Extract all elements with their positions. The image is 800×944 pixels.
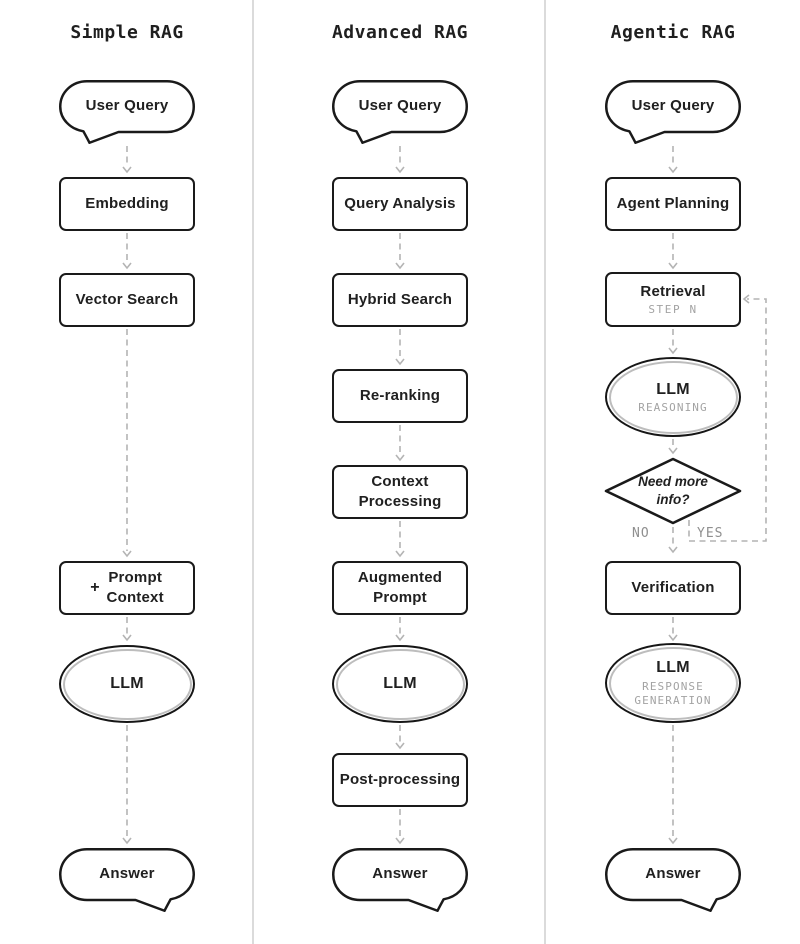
connector-arrowheads [122,166,750,845]
post-processing-node: Post-processing [332,753,468,807]
node-label: Vector Search [75,290,179,308]
node-label: LLM [383,675,417,693]
node-label: Re-ranking [359,386,441,404]
connector-lines [126,146,674,838]
llm-response-generation-node: LLM RESPONSE GENERATION [605,643,741,723]
node-label: Retrieval [640,282,706,300]
hybrid-search-node: Hybrid Search [332,273,468,327]
user-query-node-advanced: User Query [332,80,468,144]
llm-reasoning-node: LLM REASONING [605,357,741,437]
node-label: Embedding [85,194,169,212]
node-label: LLM [656,380,690,398]
retrieval-step-sublabel: STEP N [648,302,698,316]
answer-node-advanced: Answer [332,848,468,912]
node-label: LLM [656,659,690,677]
llm-node-simple: LLM [59,645,195,723]
need-more-info-decision-node: Need more info? [603,457,743,525]
ellipse-inner-ring [608,360,738,434]
branch-label-no: NO [632,526,650,541]
ellipse-inner-ring [608,646,738,720]
ellipse-inner-ring [335,648,465,720]
context-processing-node: Context Processing [332,465,468,519]
llm-node-advanced: LLM [332,645,468,723]
user-query-node-agentic: User Query [605,80,741,144]
decision-diamond-shape [604,457,742,525]
node-label: Query Analysis [344,194,456,212]
user-query-node-simple: User Query [59,80,195,144]
branch-label-yes: YES [697,526,724,541]
speech-bubble-shape [59,80,195,144]
embedding-node: Embedding [59,177,195,231]
llm-reasoning-sublabel: REASONING [638,401,708,415]
node-label: Hybrid Search [347,290,453,308]
speech-bubble-shape [332,80,468,144]
query-analysis-node: Query Analysis [332,177,468,231]
verification-node: Verification [605,561,741,615]
node-label: Post-processing [339,770,461,788]
prompt-context-node: + Prompt Context [59,561,195,615]
node-label: User Query [358,97,442,115]
speech-bubble-shape [605,848,741,912]
plus-icon: + [90,579,100,596]
column-divider-left [252,0,254,944]
node-label: Answer [645,865,701,883]
node-label: Prompt Context [106,568,164,606]
connector-yes-loop [688,298,767,542]
column-divider-right [544,0,546,944]
column-title-agentic: Agentic RAG [610,22,736,43]
node-label: User Query [85,97,169,115]
node-label: Augmented Prompt [357,568,443,606]
llm-response-sublabel: RESPONSE GENERATION [634,680,712,708]
node-label: Answer [99,865,155,883]
answer-node-simple: Answer [59,848,195,912]
answer-node-agentic: Answer [605,848,741,912]
node-label: Need more info? [638,474,708,507]
speech-bubble-shape [332,848,468,912]
node-label: Verification [631,578,715,596]
agent-planning-node: Agent Planning [605,177,741,231]
re-ranking-node: Re-ranking [332,369,468,423]
speech-bubble-shape [605,80,741,144]
speech-bubble-shape [59,848,195,912]
node-label: Answer [372,865,428,883]
column-title-advanced: Advanced RAG [331,22,469,43]
node-label: User Query [631,97,715,115]
node-label: Agent Planning [616,194,730,212]
node-label: Context Processing [358,472,442,510]
retrieval-node: Retrieval STEP N [605,272,741,327]
node-label: LLM [110,675,144,693]
augmented-prompt-node: Augmented Prompt [332,561,468,615]
ellipse-inner-ring [62,648,192,720]
vector-search-node: Vector Search [59,273,195,327]
column-title-simple: Simple RAG [70,22,184,43]
